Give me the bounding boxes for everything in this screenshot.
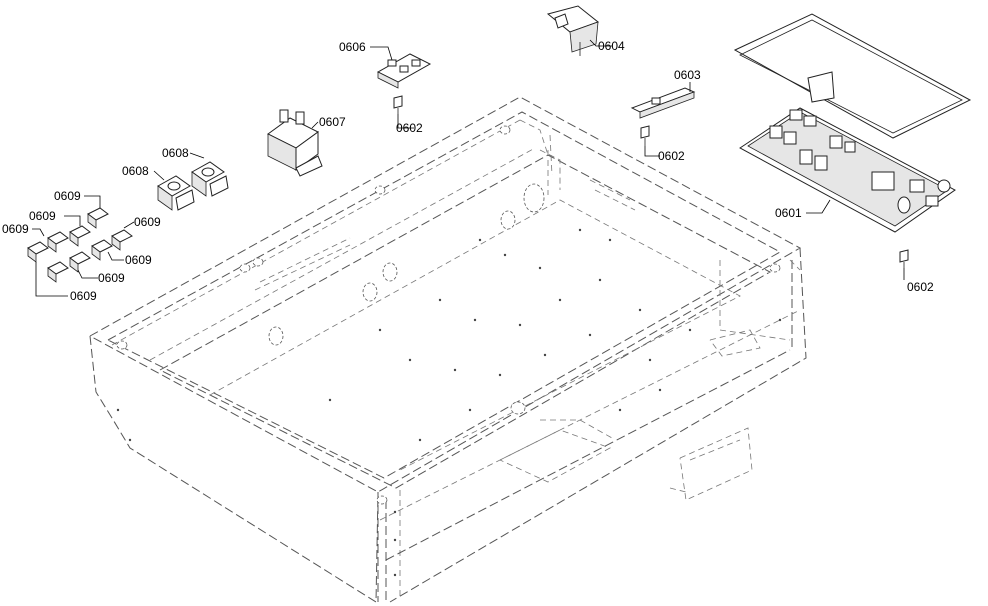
leader-lines (32, 39, 905, 297)
loose-bracket (669, 427, 753, 501)
callout-labels: 0606 0602 0604 0603 0602 0607 0601 0602 … (2, 39, 934, 303)
part-0608-cable-clamp-b (191, 161, 229, 197)
part-0606-relay-board (376, 53, 432, 89)
callout-0603: 0603 (674, 68, 701, 82)
callout-0609-b: 0609 (29, 209, 56, 223)
callout-0609-g: 0609 (70, 289, 97, 303)
callout-0602-a: 0602 (396, 121, 423, 135)
callout-0602-b: 0602 (658, 149, 685, 163)
callout-0607: 0607 (319, 115, 346, 129)
callout-0606: 0606 (339, 40, 366, 54)
callout-0608-a: 0608 (162, 146, 189, 160)
chassis-rivets (116, 228, 782, 577)
callout-0608-b: 0608 (122, 164, 149, 178)
part-0604-bracket (546, 5, 600, 56)
part-0602-screw-b (640, 125, 650, 146)
part-0609-clips (27, 207, 133, 283)
part-0602-screw-a (393, 95, 403, 114)
callout-0604: 0604 (598, 39, 625, 53)
callout-0609-e: 0609 (125, 253, 152, 267)
callout-0602-c: 0602 (907, 280, 934, 294)
part-0608-cable-clamp-a (157, 175, 195, 211)
callout-0609-c: 0609 (2, 222, 29, 236)
part-0602-screw-c (899, 249, 909, 268)
part-0603-sensor-board (630, 87, 696, 119)
callout-0609-a: 0609 (54, 189, 81, 203)
chassis-holes (116, 125, 781, 505)
part-0607-transformer (267, 109, 323, 177)
callout-0601: 0601 (775, 206, 802, 220)
callout-0609-d: 0609 (134, 215, 161, 229)
part-0601-control-board (733, 13, 972, 233)
callout-0609-f: 0609 (98, 271, 125, 285)
